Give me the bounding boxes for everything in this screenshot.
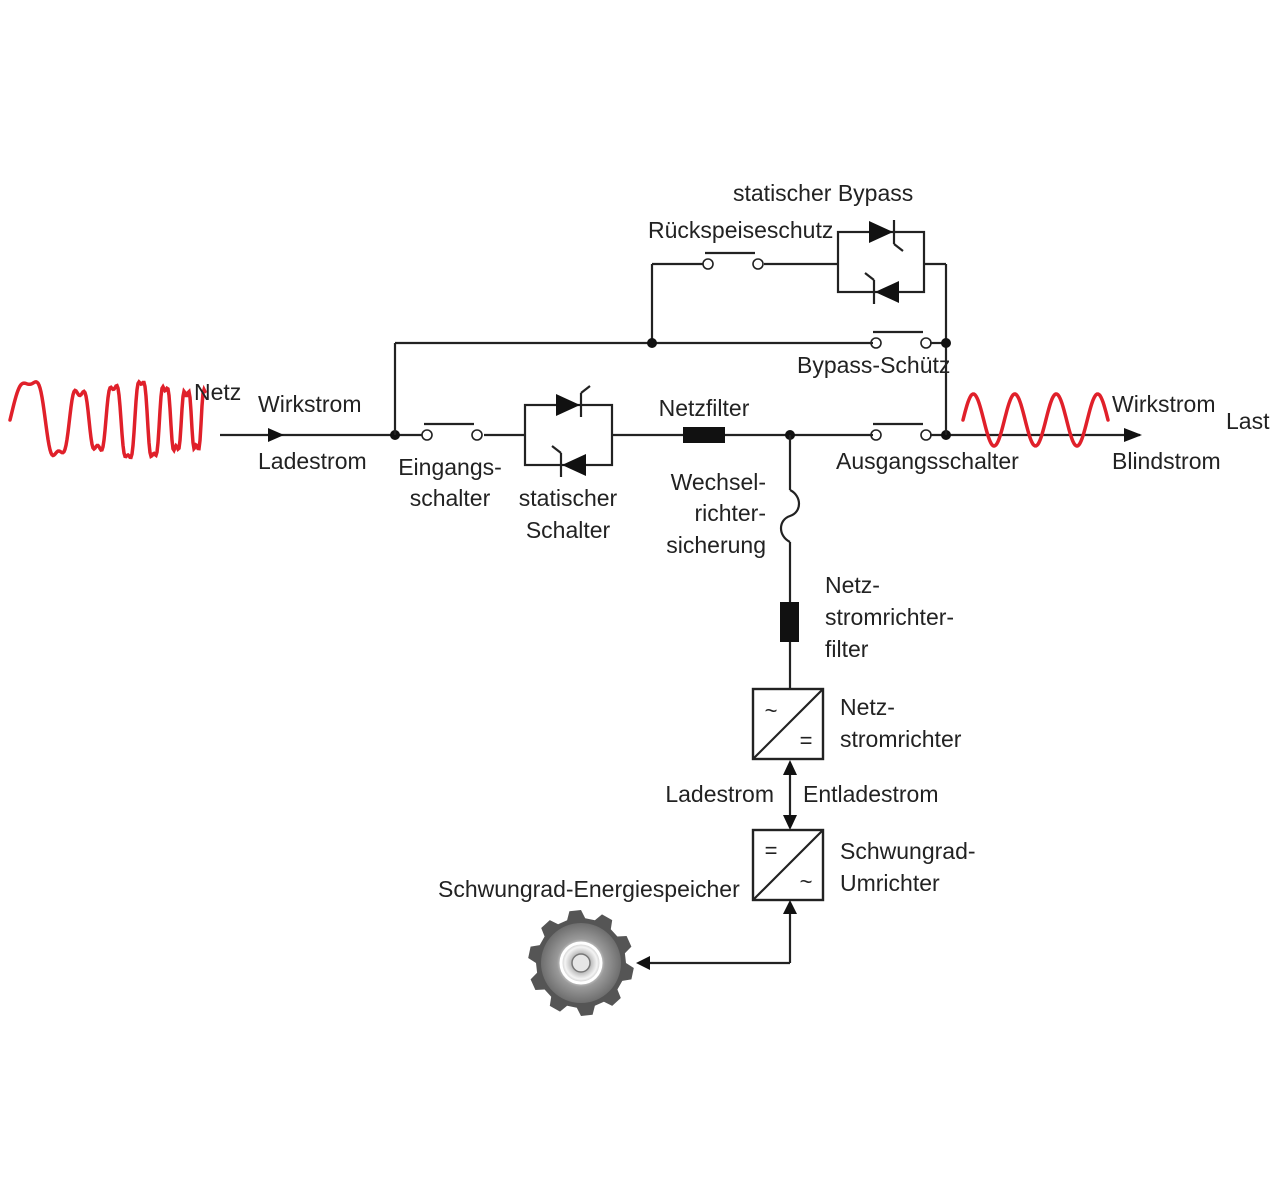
flywheel-icon — [528, 910, 634, 1016]
input-arrow-icon — [268, 428, 284, 442]
label-wirkstrom-out: Wirkstrom — [1112, 391, 1215, 417]
label-rueckspeiseschutz: Rückspeiseschutz — [648, 217, 833, 243]
label-entladestrom: Entladestrom — [803, 781, 939, 807]
output-arrow-icon — [1124, 428, 1142, 442]
arrow-down-icon — [783, 815, 797, 830]
label-schwungrad-umrichter-1: Schwungrad- — [840, 838, 976, 864]
label-statischer-bypass: statischer Bypass — [733, 180, 913, 206]
thyristor-icon — [875, 281, 899, 303]
bypass-line — [393, 262, 948, 435]
backfeed-protection-contact — [702, 251, 764, 270]
label-wechselrichter-2: richter- — [694, 500, 766, 526]
label-last: Last — [1226, 408, 1270, 434]
static-bypass — [836, 220, 926, 304]
label-wirkstrom-in: Wirkstrom — [258, 391, 361, 417]
sine-output-waveform — [961, 392, 1110, 448]
label-netzstromrichterfilter-1: Netz- — [825, 572, 880, 598]
label-wechselrichter-3: sicherung — [666, 532, 766, 558]
thyristor-icon — [556, 394, 580, 416]
label-blindstrom-out: Blindstrom — [1112, 448, 1221, 474]
label-wechselrichter-1: Wechsel- — [671, 469, 766, 495]
static-switch — [523, 385, 614, 477]
label-netzstromrichter-2: stromrichter — [840, 726, 962, 752]
symbol-ac-bottom: ~ — [800, 869, 813, 894]
symbol-ac-top: ~ — [765, 698, 778, 723]
label-statischer-schalter-2: Schalter — [526, 517, 611, 543]
label-bypass-schuetz: Bypass-Schütz — [797, 352, 950, 378]
label-netzstromrichterfilter-3: filter — [825, 636, 869, 662]
label-netz: Netz — [194, 379, 241, 405]
label-ausgangsschalter: Ausgangsschalter — [836, 448, 1019, 474]
label-energiespeicher: Schwungrad-Energiespeicher — [438, 876, 740, 902]
label-netzstromrichterfilter-2: stromrichter- — [825, 604, 954, 630]
symbol-dc-bottom: = — [765, 838, 778, 863]
label-eingangsschalter-1: Eingangs- — [398, 454, 502, 480]
junction-dot — [941, 338, 951, 348]
netzfilter-inductor — [683, 427, 725, 443]
label-netzstromrichter-1: Netz- — [840, 694, 895, 720]
label-schwungrad-umrichter-2: Umrichter — [840, 870, 940, 896]
output-switch — [870, 422, 932, 441]
converter-branch — [636, 435, 825, 970]
fuse-icon — [779, 489, 801, 543]
junction-dot — [647, 338, 657, 348]
distorted-input-waveform — [8, 379, 207, 460]
thyristor-icon — [562, 454, 586, 476]
netzstromrichter-filter-inductor — [780, 602, 799, 642]
thyristor-icon — [869, 221, 893, 243]
arrow-left-icon — [636, 956, 650, 970]
arrow-up-icon — [783, 900, 797, 914]
label-ladestrom-in: Ladestrom — [258, 448, 367, 474]
label-ladestrom-low: Ladestrom — [665, 781, 774, 807]
symbol-dc-top: = — [800, 728, 813, 753]
label-statischer-schalter-1: statischer — [519, 485, 618, 511]
label-netzfilter: Netzfilter — [659, 395, 750, 421]
input-switch — [421, 422, 483, 441]
arrow-up-icon — [783, 760, 797, 775]
label-eingangsschalter-2: schalter — [410, 485, 491, 511]
bypass-contactor — [870, 330, 932, 349]
